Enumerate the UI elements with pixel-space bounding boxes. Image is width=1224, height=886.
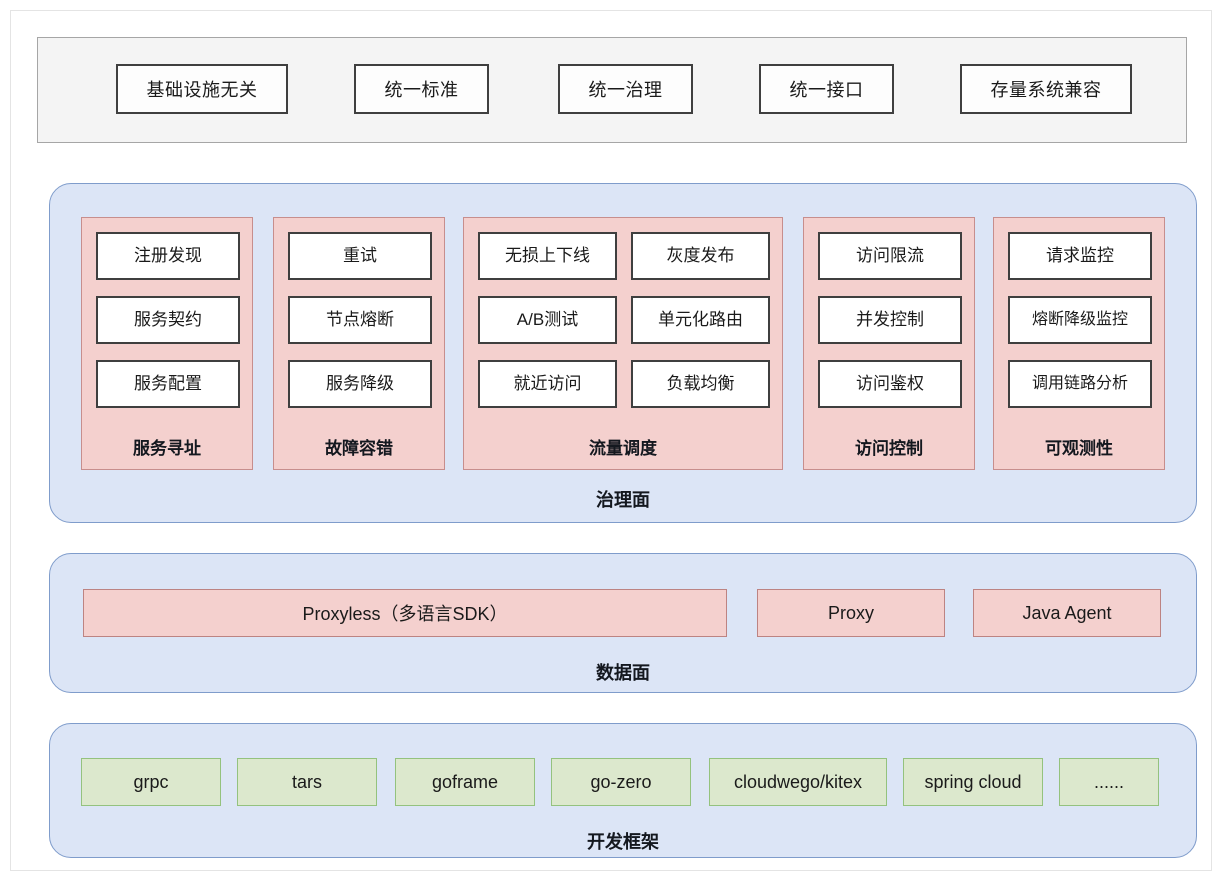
principle-item: 基础设施无关 xyxy=(116,64,288,114)
data-plane-bar: Proxy xyxy=(757,589,945,637)
capability-cell: 熔断降级监控 xyxy=(1008,296,1152,344)
layer-label-governance: 治理面 xyxy=(596,490,650,510)
principle-item: 统一标准 xyxy=(354,64,489,114)
governance-group-access-control: 访问限流并发控制访问鉴权访问控制 xyxy=(803,217,975,470)
governance-group-title: 流量调度 xyxy=(589,439,657,458)
capability-cell: 请求监控 xyxy=(1008,232,1152,280)
governance-group-traffic-scheduling: 无损上下线灰度发布 A/B测试单元化路由就近访问负载均衡流量调度 xyxy=(463,217,783,470)
layer-label-development-framework: 开发框架 xyxy=(587,832,659,852)
framework-chip: ...... xyxy=(1059,758,1159,806)
data-plane-bar: Java Agent xyxy=(973,589,1161,637)
governance-group-service-addressing: 注册发现服务契约服务配置服务寻址 xyxy=(81,217,253,470)
capability-cell: 灰度发布 xyxy=(631,232,770,280)
capability-cell: 服务降级 xyxy=(288,360,432,408)
framework-chip: cloudwego/kitex xyxy=(709,758,887,806)
layer-label-data-plane: 数据面 xyxy=(596,663,650,683)
capability-cell: 访问鉴权 xyxy=(818,360,962,408)
capability-cell: 负载均衡 xyxy=(631,360,770,408)
capability-cell: 重试 xyxy=(288,232,432,280)
governance-group-fault-tolerance: 重试节点熔断服务降级故障容错 xyxy=(273,217,445,470)
capability-cell: 服务配置 xyxy=(96,360,240,408)
design-principles-strip: 基础设施无关 统一标准 统一治理 统一接口 存量系统兼容 xyxy=(37,37,1187,143)
capability-cell: A/B测试 xyxy=(478,296,617,344)
framework-chip: grpc xyxy=(81,758,221,806)
capability-cell: 访问限流 xyxy=(818,232,962,280)
capability-cell: 单元化路由 xyxy=(631,296,770,344)
framework-chip: tars xyxy=(237,758,377,806)
capability-cell: 节点熔断 xyxy=(288,296,432,344)
principle-item: 统一接口 xyxy=(759,64,894,114)
framework-chip: spring cloud xyxy=(903,758,1043,806)
principle-item: 统一治理 xyxy=(558,64,693,114)
principle-item: 存量系统兼容 xyxy=(960,64,1132,114)
framework-chip: go-zero xyxy=(551,758,691,806)
capability-cell: 就近访问 xyxy=(478,360,617,408)
capability-cell: 调用链路分析 xyxy=(1008,360,1152,408)
capability-cell: 服务契约 xyxy=(96,296,240,344)
capability-cell: 注册发现 xyxy=(96,232,240,280)
capability-cell: 无损上下线 xyxy=(478,232,617,280)
diagram-canvas: 基础设施无关 统一标准 统一治理 统一接口 存量系统兼容 治理面 注册发现服务契… xyxy=(10,10,1212,871)
governance-group-title: 可观测性 xyxy=(1045,439,1113,458)
data-plane-bar: Proxyless（多语言SDK） xyxy=(83,589,727,637)
governance-group-title: 访问控制 xyxy=(855,439,923,458)
capability-cell: 并发控制 xyxy=(818,296,962,344)
framework-chip: goframe xyxy=(395,758,535,806)
governance-group-title: 服务寻址 xyxy=(133,439,201,458)
governance-group-title: 故障容错 xyxy=(325,439,393,458)
governance-group-observability: 请求监控熔断降级监控调用链路分析可观测性 xyxy=(993,217,1165,470)
